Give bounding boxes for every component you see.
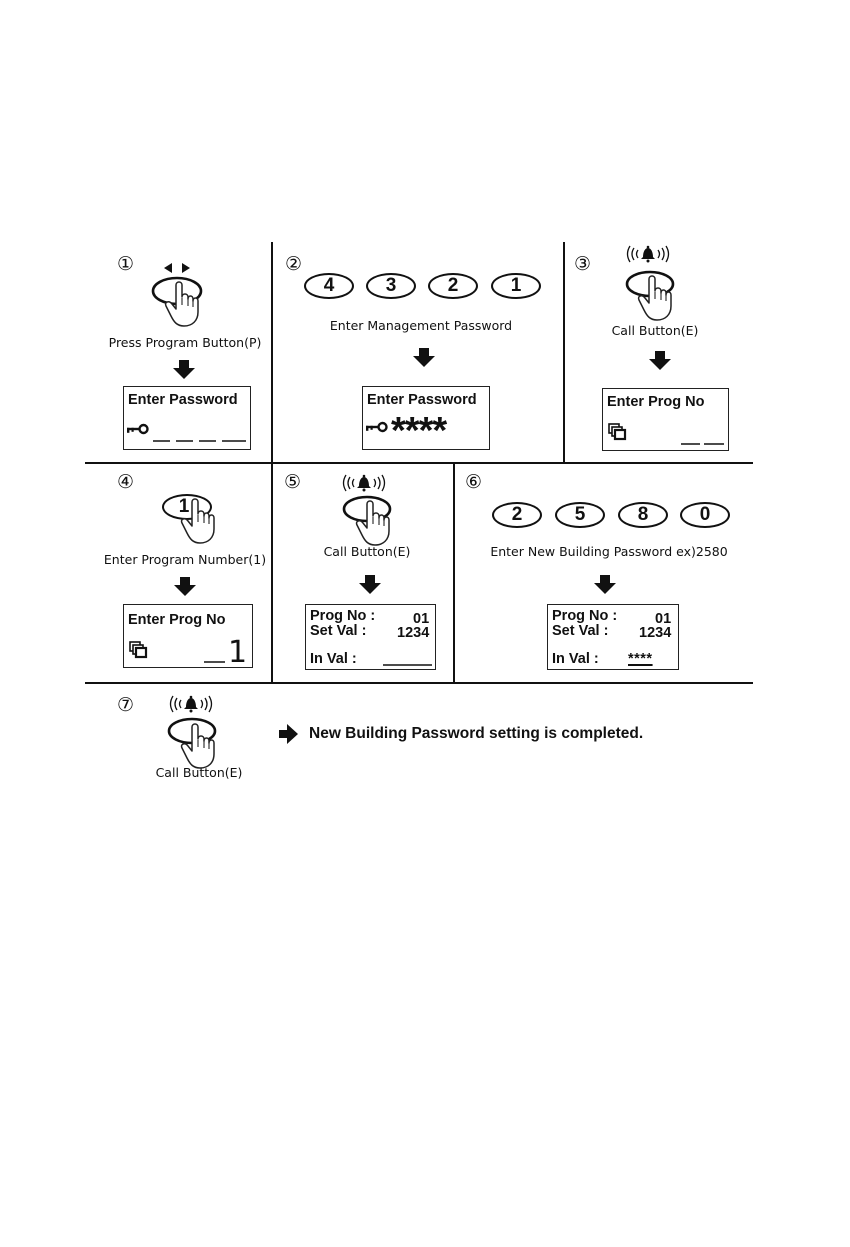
lcd-in-label: In Val : [552,651,599,667]
keypad-key-4[interactable]: 4 [304,273,354,299]
lcd-set-label: Set Val : [310,623,367,639]
lcd-display: Prog No : 01 Set Val : 1234 In Val : ***… [547,604,679,670]
divider-col-3 [271,463,273,683]
lcd-prog-value: 01 [655,611,672,627]
key-icon [364,421,388,433]
step-number: ④ [117,471,135,493]
divider-col-1 [271,242,273,463]
keypad-key-2[interactable]: 2 [428,273,478,299]
keypad-key-5[interactable]: 5 [555,502,605,528]
step-caption: Enter Program Number(1) [103,552,267,567]
keypad-key-8[interactable]: 8 [618,502,668,528]
keypad-key-1[interactable]: 1 [491,273,541,299]
lcd-set-value: 1234 [639,625,672,641]
lcd-in-label: In Val : [310,651,357,667]
key-icon [125,423,246,442]
right-arrow-icon [279,724,298,744]
step-caption: Enter New Building Password ex)2580 [490,544,728,559]
program-button-icon[interactable] [0,0,203,327]
call-button-icon[interactable] [0,0,217,769]
completion-message: New Building Password setting is complet… [309,725,644,742]
divider-col-2 [563,242,565,463]
call-button-icon[interactable] [0,0,675,321]
keypad-key-2[interactable]: 2 [492,502,542,528]
lcd-value: **** [391,410,447,452]
step-number: ① [117,253,135,275]
divider-row-1 [85,462,753,464]
keypad-key-3[interactable]: 3 [366,273,416,299]
divider-row-2 [85,682,753,684]
lcd-title: Enter Password [367,392,477,408]
step-number: ⑦ [117,694,135,716]
program-icon [128,640,225,663]
lcd-title: Enter Prog No [128,612,226,628]
lcd-display: Enter Prog No 1 [123,604,253,670]
divider-col-4 [453,463,455,683]
lcd-prog-label: Prog No : [552,608,618,624]
step-number: ⑥ [465,471,483,493]
step-caption: Call Button(E) [611,323,699,338]
lcd-prog-value: 01 [413,611,430,627]
step-caption: Call Button(E) [323,544,411,559]
lcd-value: 1 [228,635,248,670]
step-caption: Press Program Button(P) [108,335,262,350]
keypad-key-0[interactable]: 0 [680,502,730,528]
step-number: ② [285,253,303,275]
program-icon [607,422,724,445]
lcd-title: Enter Prog No [607,394,705,410]
lcd-set-value: 1234 [397,625,430,641]
step-caption: Call Button(E) [155,765,243,780]
step-caption: Enter Management Password [329,318,513,333]
lcd-set-label: Set Val : [552,623,609,639]
lcd-display: Prog No : 01 Set Val : 1234 In Val : [305,604,436,670]
step-number: ⑤ [284,471,302,493]
step-number: ③ [574,253,592,275]
lcd-prog-label: Prog No : [310,608,376,624]
lcd-display: Enter Password **** [362,386,490,452]
input-underline [383,664,432,666]
lcd-display: Enter Password [123,386,251,450]
lcd-display: Enter Prog No [602,388,729,451]
call-button-icon[interactable] [0,0,392,546]
lcd-in-value: **** [628,651,653,667]
lcd-title: Enter Password [128,392,238,408]
